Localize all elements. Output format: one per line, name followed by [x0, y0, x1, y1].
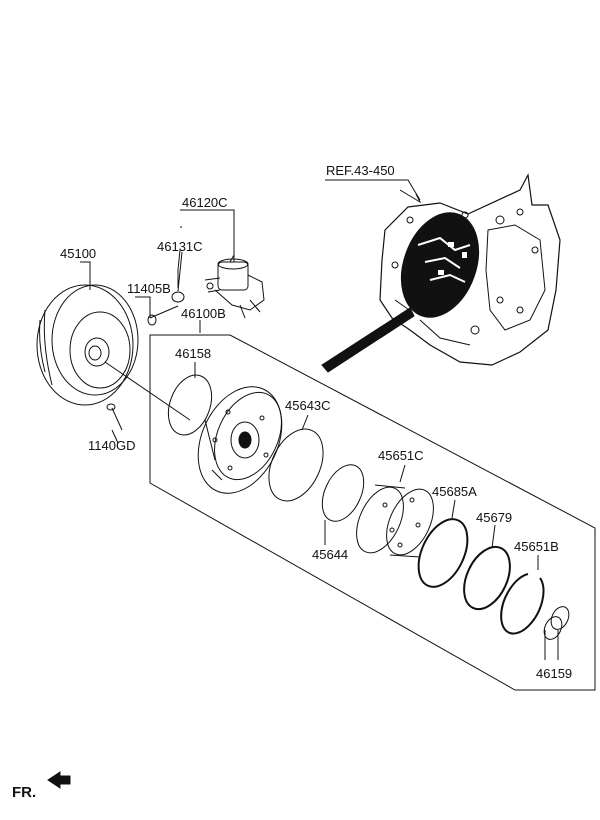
leader-lines — [80, 179, 559, 660]
label-45685a: 45685A — [432, 484, 477, 499]
label-45643c: 45643C — [285, 398, 331, 413]
snap-ring-45651B-icon — [500, 573, 545, 635]
label-46131c: 46131C — [157, 239, 203, 254]
oil-pump-assembly-icon — [197, 386, 283, 494]
label-45679: 45679 — [476, 510, 513, 525]
label-front-direction: FR. — [12, 784, 37, 801]
label-45100: 45100 — [60, 246, 97, 261]
label-46120c: 46120C — [182, 195, 228, 210]
gasket-ring-icon — [167, 374, 213, 436]
assembly-outline — [149, 334, 596, 691]
seal-ring-45643C-icon — [268, 428, 324, 502]
label-11405b: 11405B — [127, 281, 171, 296]
label-46159: 46159 — [536, 666, 573, 681]
label-45651c: 45651C — [378, 448, 424, 463]
label-45651b: 45651B — [514, 539, 559, 554]
label-46100b: 46100B — [181, 306, 226, 321]
oil-pump-valve-icon — [204, 258, 265, 319]
o-ring-icon — [171, 291, 185, 303]
sleeve-icon — [543, 606, 570, 640]
label-46158: 46158 — [175, 346, 212, 361]
clutch-drum-icon — [356, 484, 434, 558]
label-45644: 45644 — [312, 547, 349, 562]
label-ref-43-450: REF.43-450 — [326, 163, 395, 178]
seal-ring-45644-icon — [321, 464, 365, 522]
bolt-icon — [147, 305, 179, 326]
label-1140gd: 1140GD — [88, 438, 136, 453]
torque-converter-icon — [36, 284, 139, 406]
snap-ring-45685A-icon — [417, 518, 469, 588]
input-shaft — [321, 307, 415, 373]
transaxle-case-icon — [379, 173, 561, 366]
bolt-icon — [106, 403, 123, 431]
front-direction-arrow-icon — [47, 771, 71, 789]
ring-45679-icon — [463, 545, 511, 611]
